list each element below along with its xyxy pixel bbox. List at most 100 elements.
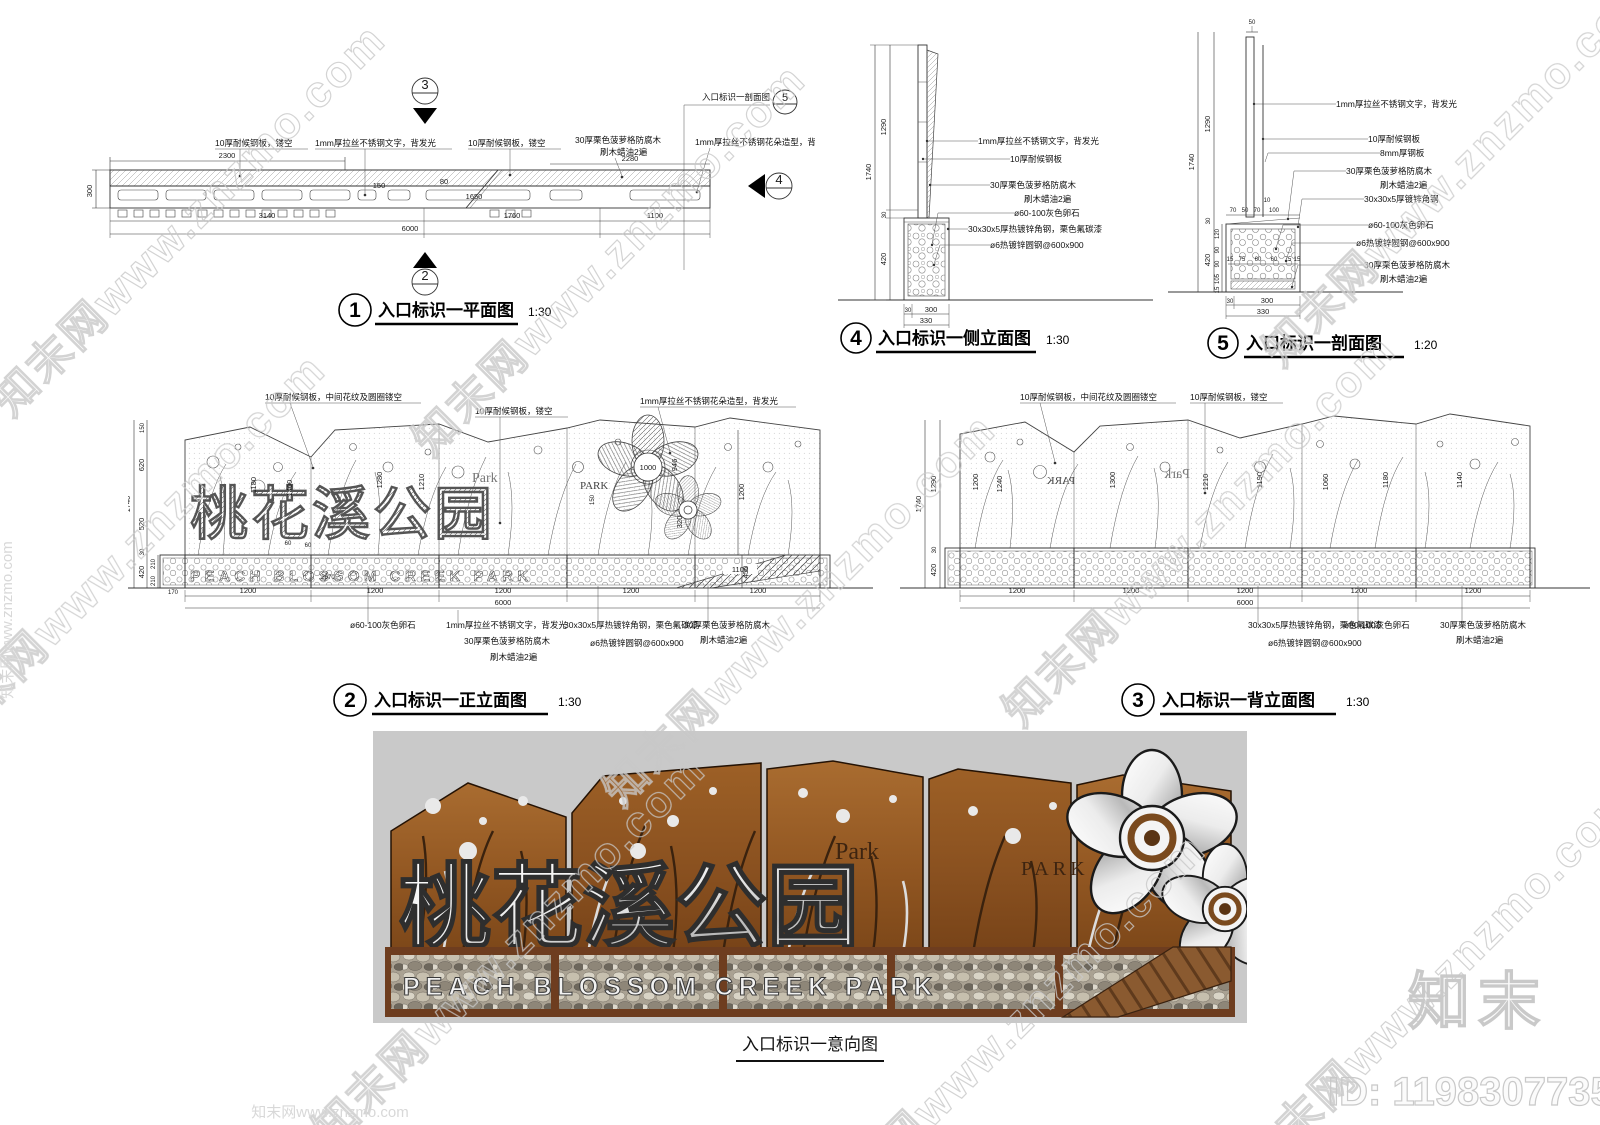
dim-label: 3140 [259, 211, 276, 220]
dim-label: 1290 [929, 476, 938, 493]
dim-label: 1000 [640, 463, 657, 472]
dim-label: 450 [741, 566, 750, 579]
corner-brand: 知末 ID: 1198307735 [1327, 967, 1600, 1114]
park-text-caps-mirrored: PARK [1047, 475, 1075, 487]
front-base: 1100 PEACH BLOSSOM CREEK PARK [159, 554, 831, 589]
dim-label: 420 [879, 253, 888, 266]
dim-label: 150 [140, 422, 146, 433]
dim-label: 1200 [750, 586, 767, 595]
callout-label: ø6热镀锌圆钢@600x900 [590, 638, 684, 648]
dim-label: 150 [590, 494, 596, 505]
front-flowers: 1000 [597, 414, 722, 540]
back-elevation-view: PARK Park 1740 1290 30 420 1200 1240 130… [900, 392, 1590, 717]
callout-label: 10厚耐候钢板，镂空 [215, 138, 292, 148]
dim-label: 2570 [321, 575, 335, 581]
dim-label: 1180 [249, 477, 258, 493]
dim-label: 100 [1269, 208, 1280, 214]
dim-label: 30 [882, 211, 888, 218]
callout-label: ø6热镀锌圆钢@600x900 [1356, 238, 1450, 248]
callout-label: 刷木蜡油2遍 [1024, 194, 1072, 204]
sign-chinese-text: 桃花溪公园 [190, 482, 495, 547]
dim-label: 1140 [1455, 472, 1464, 488]
plan-title: 1 入口标识一平面图 1:30 [338, 293, 552, 327]
plan-sign-bar [109, 169, 711, 218]
dim-label: 30 [1206, 217, 1212, 224]
dim-label: 6000 [1237, 598, 1254, 607]
dim-label: 1180 [1381, 472, 1390, 488]
view-number: 1 [349, 299, 361, 322]
view-title: 入口标识一剖面图 [1246, 333, 1382, 353]
dim-label: 6000 [402, 224, 419, 233]
dim-label: 620 [137, 459, 146, 472]
site-logo: 知末 [1408, 968, 1548, 1037]
dim-label: 1300 [1108, 472, 1117, 489]
view-title: 入口标识一正立面图 [374, 690, 527, 710]
callout-label: 30厚栗色菠萝格防腐木 [575, 135, 661, 145]
callout-label: 刷木蜡油2遍 [490, 652, 538, 662]
dim-label: 330 [920, 316, 933, 325]
dim-label: 1210 [1201, 474, 1210, 491]
front-dimensions: 1740 150 620 520 30 420 210 210 170 1180… [128, 420, 821, 609]
render-base: PEACH BLOSSOM CREEK PARK [385, 946, 1235, 1018]
side-sign-structure [903, 44, 950, 301]
dim-label: 420 [929, 564, 938, 577]
dim-label: 1740 [1187, 154, 1196, 171]
dim-label: 1200 [240, 586, 257, 595]
front-callouts: 10厚耐候钢板，中间花纹及圆圈镂空 10厚耐候钢板，镂空 1mm厚拉丝不锈钢花朵… [265, 392, 796, 662]
dim-label: 1740 [128, 496, 132, 513]
dim-label: 1200 [737, 484, 746, 501]
callout-label: ø60-100灰色卵石 [1014, 208, 1080, 218]
plan-wood-slats [117, 209, 532, 218]
callout-label: 1mm厚拉丝不锈钢文字，背发光 [978, 136, 1099, 146]
render-caption-row: 入口标识一意向图 [373, 1030, 1247, 1062]
dim-label: 120 [1215, 228, 1221, 239]
callout-label: 1mm厚拉丝不锈钢花朵造型，背发光 [695, 137, 815, 147]
callout-label: 30厚栗色菠萝格防腐木 [684, 620, 770, 630]
view-scale: 1:30 [528, 305, 552, 319]
dim-label: 70 [1254, 208, 1261, 214]
back-base [944, 547, 1536, 589]
dim-label: 30 [1227, 299, 1234, 305]
callout-label: ø60-100灰色卵石 [1368, 220, 1434, 230]
section-marker-4: 4 [748, 172, 793, 200]
callout-label: 1mm厚拉丝不锈钢文字，背发光 [1336, 99, 1457, 109]
plan-dimensions: 2300 2280 150 1650 80 300 3140 1760 1100… [85, 151, 711, 238]
back-circle-cutouts [984, 438, 1519, 479]
callout-label: 30x30x5厚镀锌角钢 [1364, 194, 1439, 204]
render-park-caps: PARK [1021, 858, 1089, 880]
section-title: 5 入口标识一剖面图 1:20 [1207, 327, 1438, 359]
dim-label: 1760 [504, 211, 521, 220]
dim-label: 1200 [1351, 586, 1368, 595]
dim-label: 30 [905, 308, 912, 314]
section-ref-label: 入口标识一剖面图 [702, 92, 770, 102]
dim-label: 1200 [1237, 586, 1254, 595]
view-number: 4 [850, 327, 862, 350]
plan-callouts: 10厚耐候钢板，镂空 1mm厚拉丝不锈钢文字，背发光 10厚耐候钢板，镂空 30… [215, 135, 815, 197]
dim-label: 80 [440, 177, 448, 186]
marker-number: 2 [421, 268, 428, 283]
dim-label: 300 [1261, 296, 1274, 305]
section-marker-3: 3 [411, 77, 439, 124]
view-title: 入口标识一侧立面图 [878, 328, 1031, 348]
section-view: 50 1740 1290 30 420 120 90 90 105 15 70 … [1168, 20, 1457, 359]
dim-label: 70 [1230, 208, 1237, 214]
dim-label: 520 [137, 518, 146, 531]
dim-label: 210 [151, 575, 157, 586]
dim-label: 1290 [879, 119, 888, 136]
callout-label: 刷木蜡油2遍 [1380, 274, 1428, 284]
side-callouts: 1mm厚拉丝不锈钢文字，背发光 10厚耐候钢板 30厚栗色菠萝格防腐木 刷木蜡油… [921, 136, 1103, 267]
dim-label: 1100 [647, 211, 663, 220]
side-dimensions: 1740 1290 30 420 30 300 330 [864, 44, 950, 328]
callout-label: 10厚耐候钢板，中间花纹及圆圈镂空 [265, 392, 402, 402]
item-id: ID: 1198307735 [1328, 1070, 1600, 1114]
park-text-caps: PARK [580, 480, 608, 492]
dim-label: 420 [137, 566, 146, 579]
callout-label: 30厚栗色菠萝格防腐木 [1364, 260, 1450, 270]
callout-label: 10厚耐候钢板，镂空 [1190, 392, 1267, 402]
dim-label: 60 [1271, 257, 1278, 263]
callout-label: 10厚耐候钢板 [1368, 134, 1420, 144]
view-scale: 1:30 [558, 695, 582, 709]
dim-label: 50 [1249, 20, 1256, 26]
back-panels: PARK Park [959, 413, 1531, 549]
